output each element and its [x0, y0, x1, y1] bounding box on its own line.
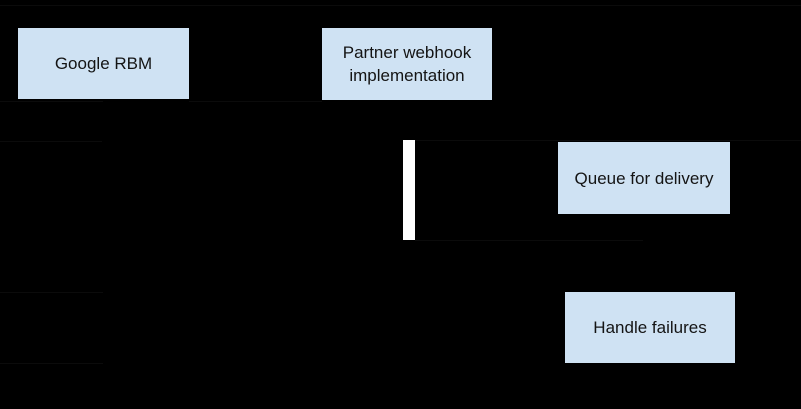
node-partner-webhook-label: Partner webhook implementation — [342, 43, 472, 85]
faint-stroke-line — [0, 141, 102, 142]
node-handle-failures: Handle failures — [565, 292, 735, 363]
node-queue-delivery-label: Queue for delivery — [574, 168, 714, 188]
node-queue-delivery: Queue for delivery — [558, 142, 730, 214]
activation-bar — [403, 140, 415, 240]
node-google-rbm: Google RBM — [18, 28, 189, 99]
faint-stroke-line — [415, 140, 801, 141]
node-google-rbm-label: Google RBM — [54, 54, 153, 73]
faint-stroke-line — [0, 292, 103, 293]
faint-stroke-line — [189, 101, 322, 102]
faint-stroke-line — [0, 101, 103, 102]
node-handle-failures-label: Handle failures — [593, 318, 707, 337]
faint-frame-line — [0, 5, 801, 6]
faint-stroke-line — [0, 363, 103, 364]
faint-stroke-line — [415, 240, 643, 241]
node-partner-webhook: Partner webhook implementation — [322, 28, 492, 100]
